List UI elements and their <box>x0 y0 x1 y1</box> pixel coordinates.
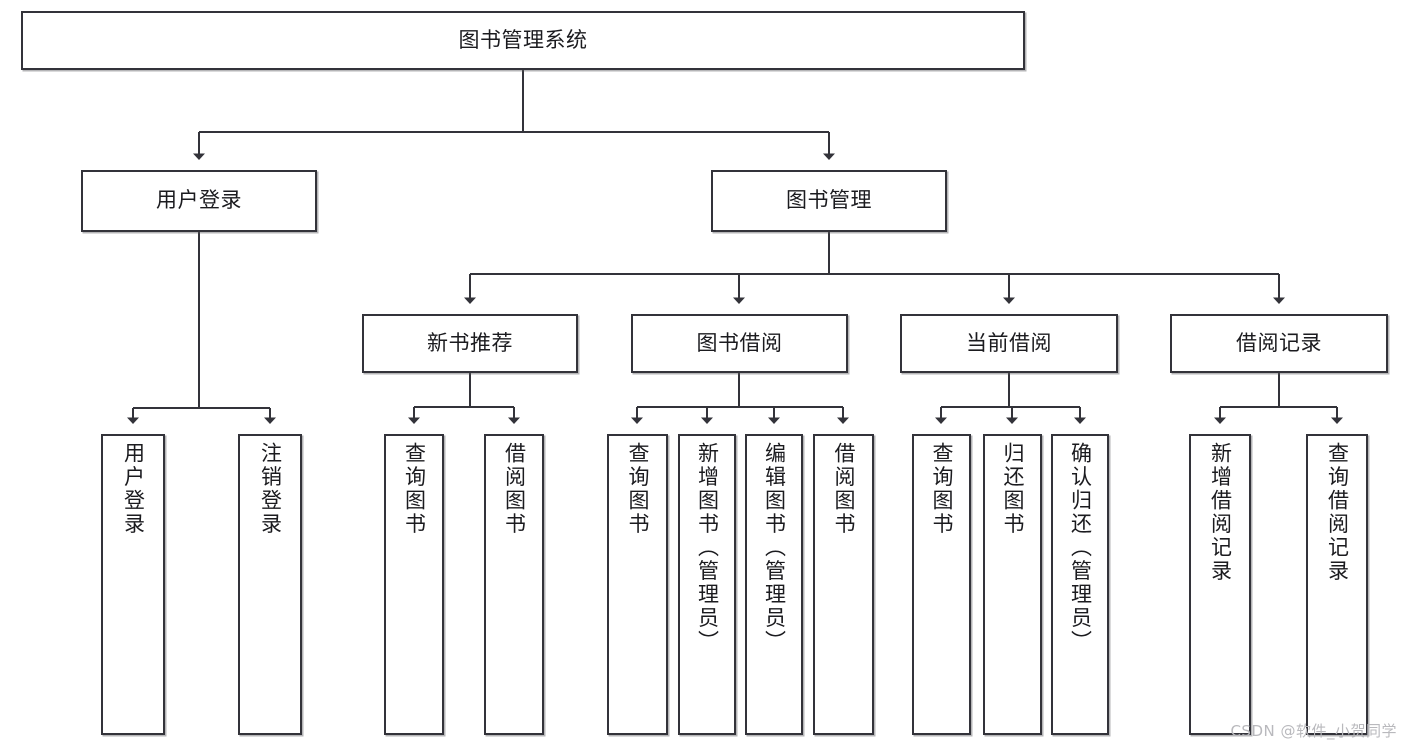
leaf-logout[interactable]: 注销登录 <box>238 434 302 735</box>
node-borrow-records[interactable]: 借阅记录 <box>1170 314 1388 373</box>
node-current-borrow[interactable]: 当前借阅 <box>900 314 1118 373</box>
node-root-system[interactable]: 图书管理系统 <box>21 11 1025 70</box>
leaf-add-borrow-record[interactable]: 新增借阅记录 <box>1189 434 1251 735</box>
leaf-query-borrow-record-label: 查询借阅记录 <box>1325 442 1350 583</box>
node-new-book-recommend[interactable]: 新书推荐 <box>362 314 578 373</box>
leaf-add-book-admin-label: 新增图书（管理员） <box>695 442 720 654</box>
node-root-label: 图书管理系统 <box>458 27 588 52</box>
node-book-borrow[interactable]: 图书借阅 <box>631 314 848 373</box>
leaf-return-book-label: 归还图书 <box>1001 442 1025 536</box>
leaf-add-borrow-record-label: 新增借阅记录 <box>1208 442 1233 583</box>
leaf-borrow-book-newbook[interactable]: 借阅图书 <box>484 434 544 735</box>
leaf-borrow-book-label: 借阅图书 <box>832 442 856 536</box>
node-book-management-label: 图书管理 <box>786 188 872 213</box>
leaf-return-book[interactable]: 归还图书 <box>983 434 1042 735</box>
leaf-borrow-book[interactable]: 借阅图书 <box>813 434 874 735</box>
leaf-query-book-current[interactable]: 查询图书 <box>912 434 971 735</box>
leaf-query-book-newbook-label: 查询图书 <box>402 442 427 536</box>
leaf-confirm-return-admin-label: 确认归还（管理员） <box>1068 442 1093 654</box>
node-book-management[interactable]: 图书管理 <box>711 170 947 232</box>
leaf-query-book-borrow-label: 查询图书 <box>626 442 650 536</box>
node-new-book-recommend-label: 新书推荐 <box>427 330 513 355</box>
leaf-user-login[interactable]: 用户登录 <box>101 434 165 735</box>
leaf-borrow-book-newbook-label: 借阅图书 <box>502 442 527 536</box>
leaf-logout-label: 注销登录 <box>258 442 283 536</box>
leaf-query-book-newbook[interactable]: 查询图书 <box>384 434 444 735</box>
leaf-confirm-return-admin[interactable]: 确认归还（管理员） <box>1051 434 1109 735</box>
leaf-query-book-borrow[interactable]: 查询图书 <box>607 434 668 735</box>
node-current-borrow-label: 当前借阅 <box>966 330 1052 355</box>
leaf-add-book-admin[interactable]: 新增图书（管理员） <box>678 434 736 735</box>
node-user-login-label: 用户登录 <box>156 188 242 213</box>
node-user-login[interactable]: 用户登录 <box>81 170 317 232</box>
leaf-edit-book-admin-label: 编辑图书（管理员） <box>762 442 787 654</box>
leaf-edit-book-admin[interactable]: 编辑图书（管理员） <box>745 434 803 735</box>
leaf-user-login-label: 用户登录 <box>121 442 146 536</box>
leaf-query-borrow-record[interactable]: 查询借阅记录 <box>1306 434 1368 735</box>
leaf-query-book-current-label: 查询图书 <box>930 442 954 536</box>
node-book-borrow-label: 图书借阅 <box>696 330 783 355</box>
node-borrow-records-label: 借阅记录 <box>1236 330 1322 355</box>
